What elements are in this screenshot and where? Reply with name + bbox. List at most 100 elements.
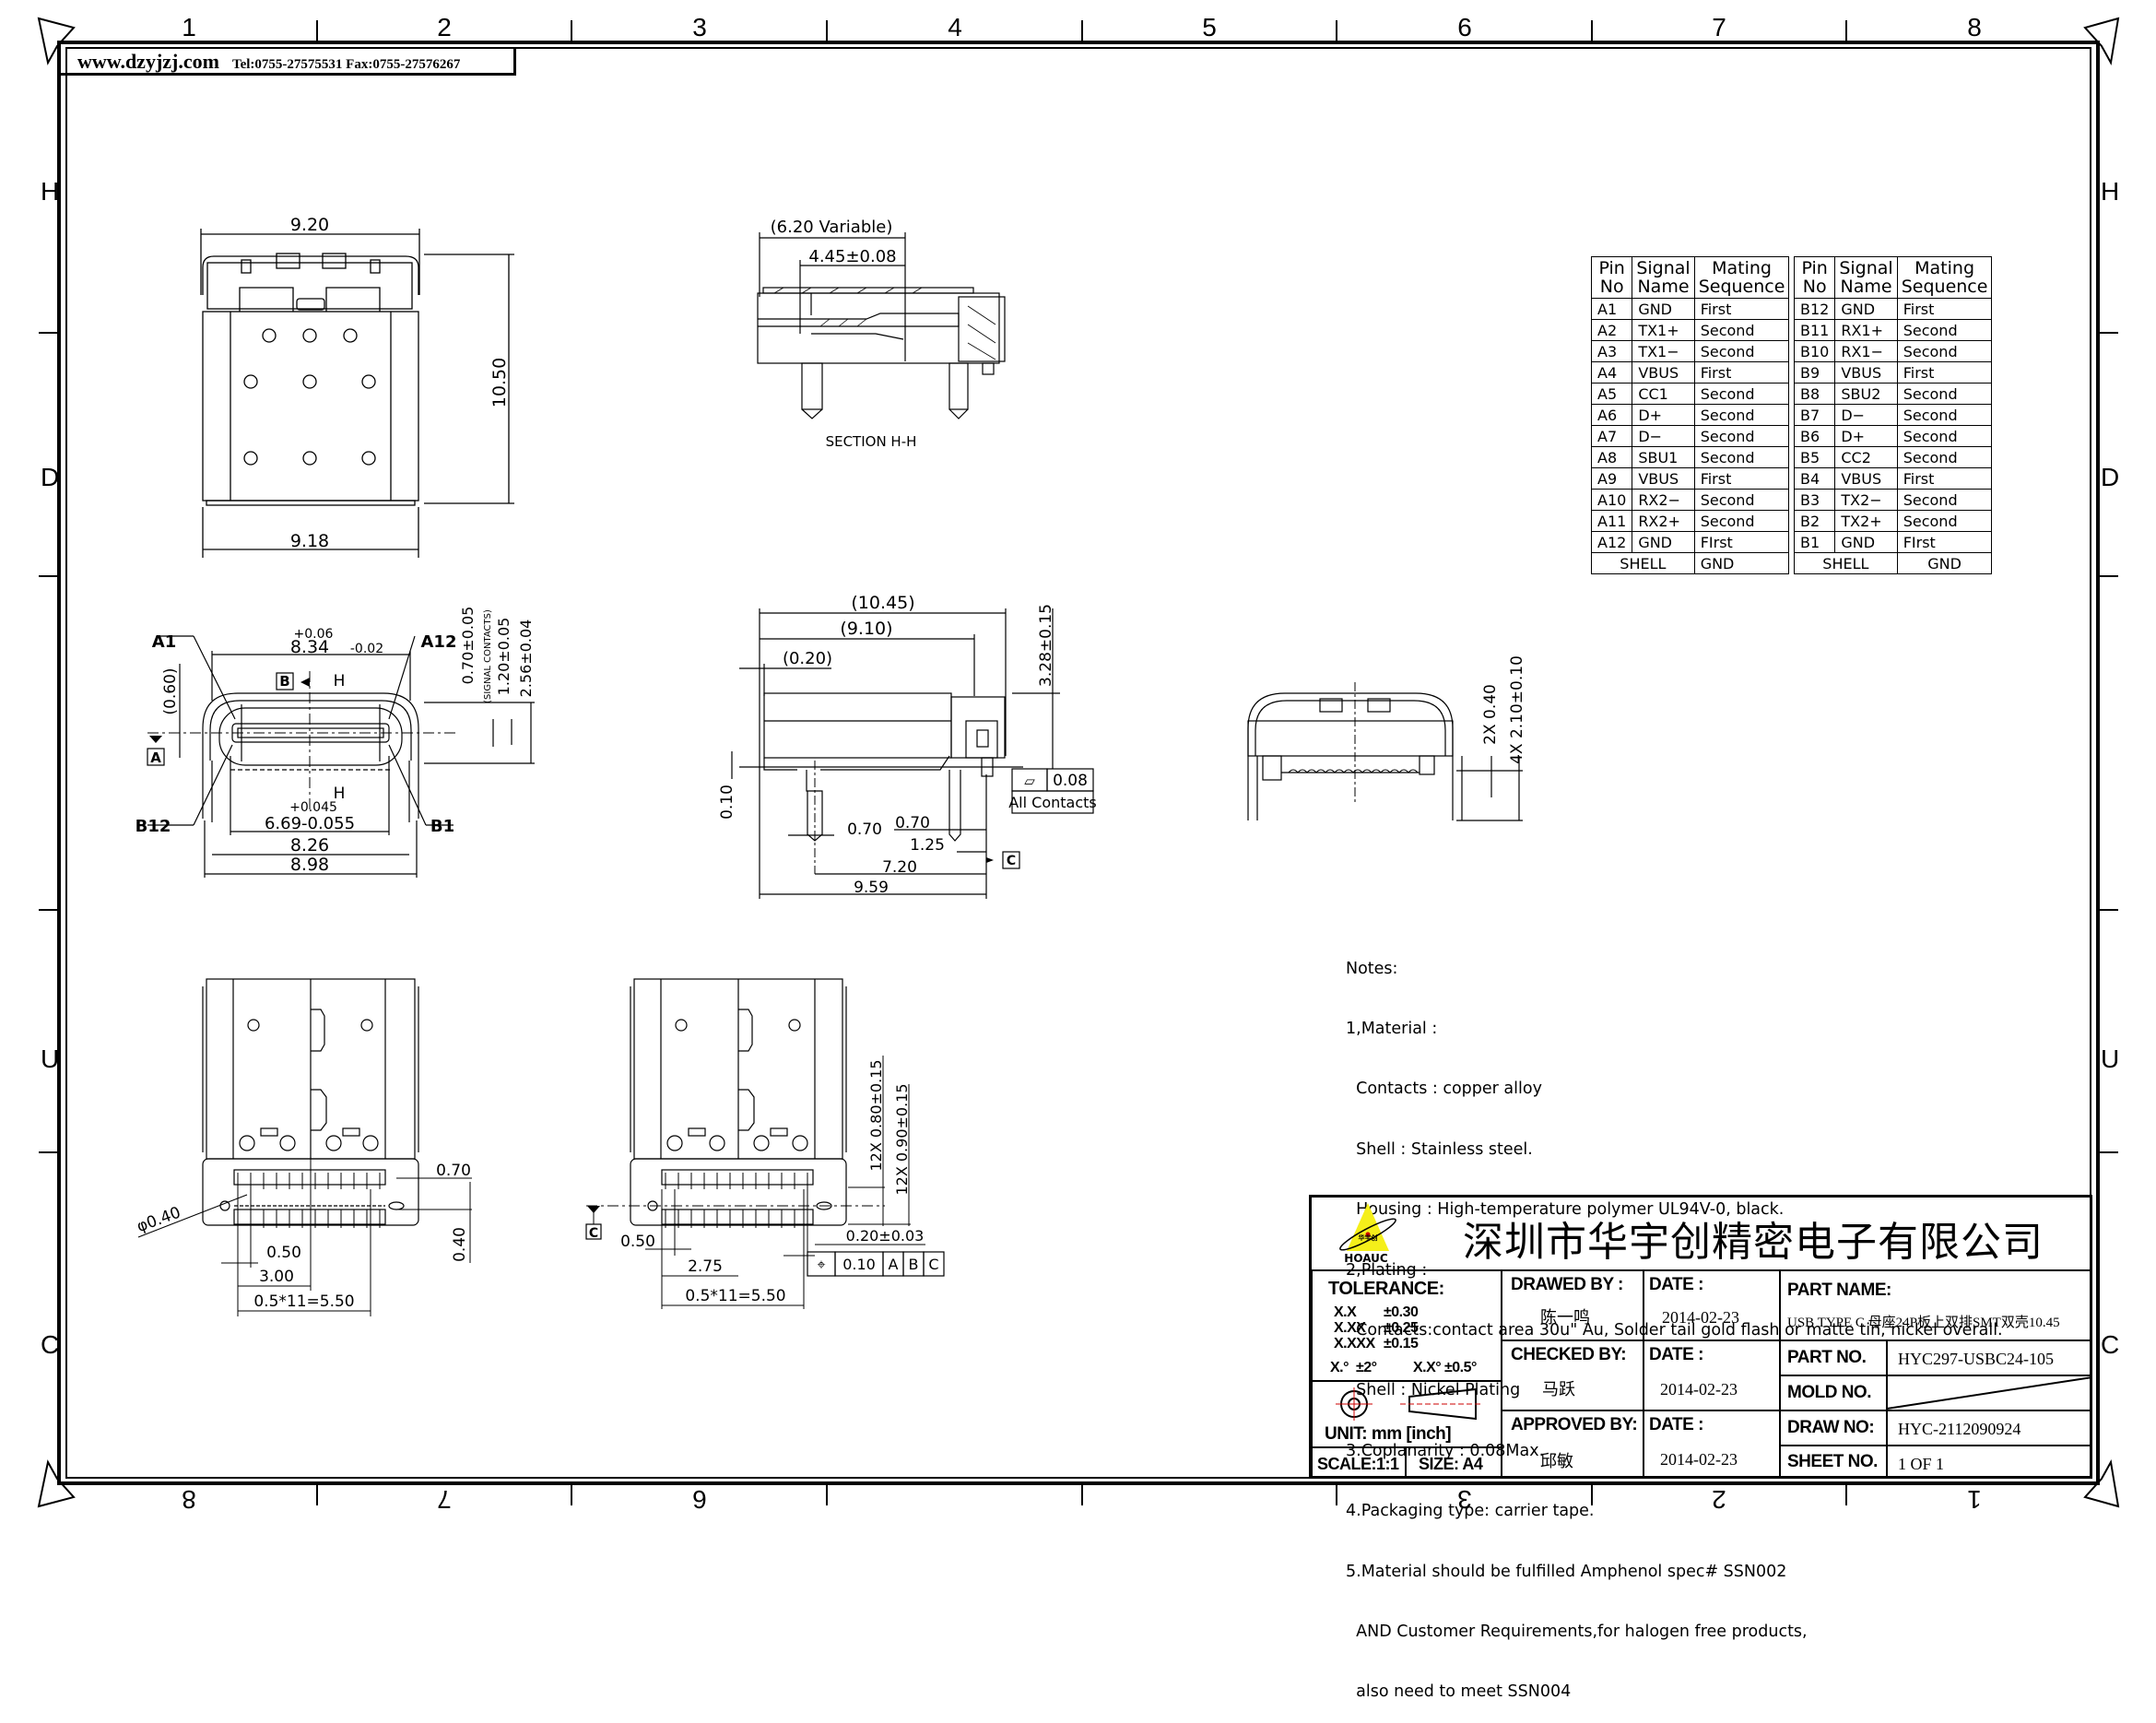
- dim-pin-width: 2X 0.40: [1481, 684, 1500, 745]
- dim-signal-note: (SIGNAL CONTACTS): [483, 609, 493, 703]
- size-label: SIZE: A4: [1419, 1455, 1483, 1473]
- dim-pad: 0.70: [436, 1162, 471, 1180]
- drawn-by-label: DRAWED BY :: [1511, 1275, 1623, 1294]
- dim-pin-offset: 1.25: [910, 836, 945, 855]
- tol-plus: +0.06: [294, 627, 334, 642]
- unit-label: UNIT: mm [inch]: [1325, 1424, 1452, 1444]
- side-view-drawing: (10.45) (9.10) (0.20) 3.28±0.15 0.10 0.7…: [719, 593, 1097, 899]
- dim-peg-to-pin: 7.20: [882, 858, 917, 877]
- draw-no-label: DRAW NO:: [1787, 1418, 1875, 1437]
- column-marker-5: 5: [1202, 13, 1217, 41]
- row-marker-c: C: [41, 1330, 60, 1359]
- section-mark-bottom: H: [334, 785, 346, 803]
- position-tolerance-icon: ⌖: [817, 1256, 825, 1273]
- note-line: Housing : High-temperature polymer UL94V…: [1346, 1200, 1785, 1220]
- pin-label-b12: B12: [135, 817, 171, 836]
- column-marker-7: 7: [1712, 13, 1726, 41]
- date-checked: 2014-02-23: [1660, 1380, 1738, 1398]
- svg-text:华宇创: 华宇创: [1359, 1233, 1378, 1242]
- tol-minus: -0.02: [350, 642, 383, 656]
- dim-width-top: 8.34: [290, 637, 329, 657]
- dim-overall-height: 3.28±0.15: [1037, 604, 1055, 687]
- flatness-value: 0.08: [1053, 772, 1088, 790]
- pin-label-a1: A1: [152, 632, 176, 652]
- note-line: 3.Coplanarity : 0.08Max.: [1346, 1441, 1545, 1460]
- dim-standoff: 0.10: [719, 785, 736, 820]
- datum-c: C: [589, 1226, 598, 1241]
- note-line: Shell : Nickel Plating: [1346, 1381, 1521, 1400]
- dim-hole-diameter: φ0.40: [135, 1204, 183, 1237]
- column-marker-6: 6: [1457, 13, 1472, 41]
- draw-no-value: HYC-2112090924: [1898, 1420, 2021, 1438]
- column-marker-4: 4: [948, 13, 962, 41]
- section-hh-drawing: (6.20 Variable) 4.45±0.08 SECTION H-H: [757, 218, 1006, 450]
- contact-info: Tel:0755-27575531 Fax:0755-27576267: [231, 57, 461, 72]
- fcf-datum-c: C: [928, 1256, 938, 1273]
- drawing-frame: [37, 17, 2120, 1508]
- top-view-drawing: 9.20 9.18 10.50: [200, 215, 514, 558]
- note-line: also need to meet SSN004: [1346, 1682, 1572, 1702]
- date-approved: 2014-02-23: [1660, 1450, 1738, 1469]
- column-marker-bottom-8: 8: [182, 1485, 196, 1514]
- bottom-view-1-drawing: 0.50 3.00 0.5*11=5.50 0.70 0.40 φ0.40: [135, 978, 472, 1316]
- fcf-datum-b: B: [909, 1256, 919, 1273]
- website-url[interactable]: www.dzyjzj.com: [77, 50, 219, 73]
- flatness-note: All Contacts: [1008, 794, 1097, 811]
- fcf-datum-a: A: [889, 1256, 899, 1273]
- approved-by-label: APPROVED BY:: [1511, 1415, 1638, 1434]
- datum-c: C: [1007, 854, 1016, 868]
- dim-width-bottom: 8.98: [290, 855, 329, 875]
- note-line: Contacts : copper alloy: [1346, 1080, 1542, 1099]
- datum-b: B: [279, 673, 289, 690]
- date-label-approved: DATE :: [1649, 1415, 1703, 1434]
- note-line: Shell : Stainless steel.: [1346, 1139, 1533, 1159]
- note-line: Notes:: [1346, 959, 1398, 978]
- date-label-checked: DATE :: [1649, 1345, 1703, 1364]
- dim-pin-width: 0.70: [895, 814, 930, 832]
- row-marker-u: U: [41, 1044, 60, 1073]
- column-marker-bottom-7: 7: [437, 1485, 452, 1514]
- part-name-value: USB TYPE C 母座24P板上双排SMT双壳10.45: [1787, 1316, 2060, 1330]
- column-marker-3: 3: [692, 13, 707, 41]
- pin-label-b1: B1: [430, 817, 454, 836]
- dim-variable-length: (6.20 Variable): [771, 218, 893, 237]
- drawn-by-value: 陈一鸣: [1540, 1308, 1590, 1327]
- rear-view-drawing: 2X 0.40 4X 2.10±0.10: [1247, 655, 1526, 821]
- note-line: 5.Material should be fulfilled Amphenol …: [1346, 1562, 1787, 1581]
- mold-no-label: MOLD NO.: [1787, 1383, 1872, 1402]
- sheet-no-label: SHEET NO.: [1787, 1452, 1878, 1471]
- pin-label-a12: A12: [421, 632, 457, 652]
- note-line: Contacts:contact area 30u" Au, Solder ta…: [1346, 1320, 2003, 1339]
- checked-by-value: 马跃: [1542, 1380, 1575, 1398]
- approved-by-value: 邱敏: [1540, 1452, 1573, 1470]
- note-line: AND Customer Requirements,for halogen fr…: [1346, 1622, 1808, 1641]
- fcf-value: 0.10: [842, 1256, 876, 1273]
- dim-top-width: 9.20: [290, 215, 329, 235]
- row-marker-u-right: U: [2101, 1044, 2120, 1073]
- section-label: SECTION H-H: [826, 433, 917, 450]
- dim-tongue-thickness: 1.20±0.05: [495, 618, 512, 696]
- company-logo-icon: 华宇创 HOAUC: [1339, 1203, 1396, 1265]
- dim-pad-width: 0.20±0.03: [846, 1227, 925, 1245]
- bottom-view-2-drawing: C 0.50 2.75 0.5*11=5.50 0.20±0.03 ⌖ 0.10…: [585, 978, 945, 1309]
- website-header: www.dzyjzj.com Tel:0755-27575531 Fax:075…: [61, 48, 516, 76]
- sheet-no-value: 1 OF 1: [1898, 1455, 1945, 1473]
